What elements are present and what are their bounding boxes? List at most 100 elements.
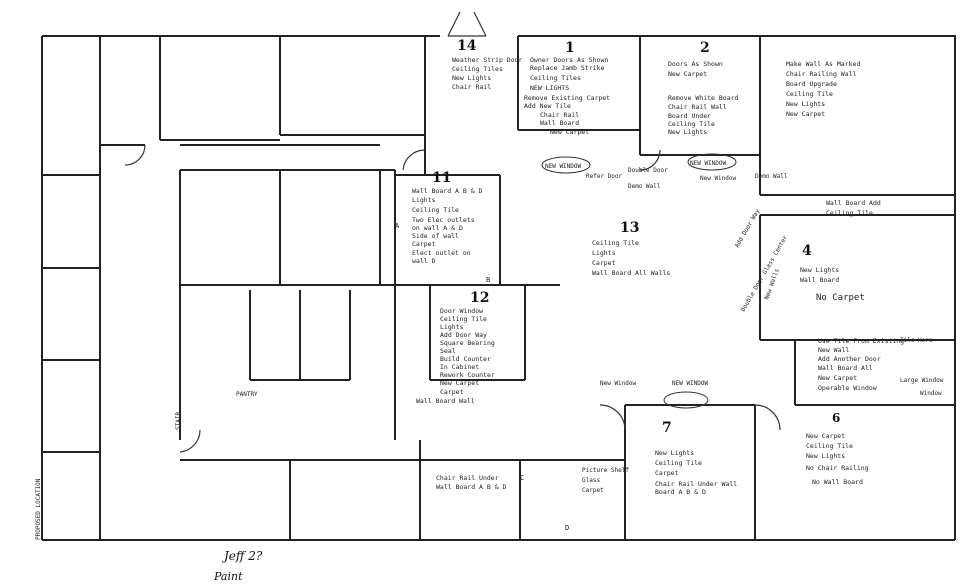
window-oval (541, 156, 591, 174)
wall-letter: A (395, 222, 400, 230)
svg-text:New Wall: New Wall (818, 346, 849, 354)
svg-text:Wall Board All Walls: Wall Board All Walls (592, 269, 670, 277)
svg-text:Board Under: Board Under (668, 112, 711, 120)
room-12-walls (429, 285, 526, 381)
side-label-8: Picture Shelf (582, 467, 629, 474)
svg-text:Seal: Seal (440, 347, 456, 355)
svg-text:New Lights: New Lights (806, 452, 845, 460)
svg-text:Lights: Lights (592, 249, 616, 257)
svg-text:New Carpet: New Carpet (786, 110, 825, 118)
door-arc (179, 429, 201, 453)
svg-text:New Carpet: New Carpet (668, 70, 707, 78)
svg-text:Ceiling Tiles: Ceiling Tiles (452, 65, 503, 73)
svg-text:Add Door Way: Add Door Way (440, 331, 487, 339)
svg-text:Add Another Door: Add Another Door (818, 355, 881, 363)
door-arc (599, 404, 626, 431)
svg-text:Chair Rail Under Wall: Chair Rail Under Wall (655, 480, 737, 488)
svg-text:New Carpet: New Carpet (550, 128, 589, 136)
room-number-6: 6 (832, 411, 840, 425)
paint-note: Paint (213, 570, 243, 583)
svg-text:Chair Rail: Chair Rail (452, 83, 491, 91)
room-number-14: 14 (457, 38, 477, 54)
room-2-notes: Doors As Shown New Carpet Remove White B… (668, 60, 739, 136)
side-label-1: Double Door (628, 167, 668, 174)
wall-letter: B (486, 276, 490, 284)
window-mark: NEW WINDOW (545, 163, 582, 170)
svg-text:Weather Strip Door: Weather Strip Door (452, 56, 523, 64)
svg-text:Ceiling Tile: Ceiling Tile (412, 206, 459, 214)
room-6-notes: New Carpet Ceiling Tile New Lights No Ch… (806, 432, 869, 486)
wall-letter: D (565, 524, 569, 532)
stairs-label: STAIR (175, 412, 182, 430)
svg-text:Ceiling Tiles: Ceiling Tiles (530, 74, 581, 82)
restrooms (249, 290, 351, 381)
side-label-3: New Window (700, 175, 737, 182)
side-label-5: Add Door Way (734, 208, 762, 249)
room-7-walls (624, 404, 756, 540)
svg-text:New Lights: New Lights (655, 449, 694, 457)
svg-text:Ceiling Tile: Ceiling Tile (786, 90, 833, 98)
door-arc (639, 149, 661, 171)
svg-text:Build Counter: Build Counter (440, 355, 491, 363)
svg-text:Wall Board A B & D: Wall Board A B & D (436, 483, 507, 491)
room-number-4: 4 (802, 243, 812, 259)
svg-text:Chair Rail: Chair Rail (540, 111, 579, 119)
side-label-14: Window (920, 390, 942, 397)
svg-text:Wall Board Add: Wall Board Add (826, 199, 881, 207)
svg-text:wall D: wall D (412, 257, 436, 265)
room-number-1: 1 (565, 40, 575, 56)
entry-doors (447, 11, 487, 37)
svg-text:Wall Board A B & D: Wall Board A B & D (412, 187, 483, 195)
svg-text:Side of wall: Side of wall (412, 232, 459, 240)
room-1-notes: Owner Doors As Shown Replace Jamb Strike… (524, 56, 610, 136)
svg-text:Use Tile From Existing: Use Tile From Existing (818, 337, 904, 345)
svg-text:New Carpet: New Carpet (818, 374, 857, 382)
room-7-notes: New Lights Ceiling Tile Carpet Chair Rai… (655, 449, 737, 496)
svg-text:Lights: Lights (440, 323, 464, 331)
room-11-walls (395, 174, 560, 286)
door-arc (124, 144, 146, 166)
svg-text:Ceiling Tile: Ceiling Tile (655, 459, 702, 467)
room-14-notes: Weather Strip Door Ceiling Tiles New Lig… (452, 56, 523, 91)
room-12-notes: Door Window Ceiling Tile Lights Add Door… (416, 307, 495, 405)
door-arc (754, 404, 781, 431)
svg-text:New Lights: New Lights (786, 100, 825, 108)
svg-text:Ceiling Tile: Ceiling Tile (592, 239, 639, 247)
svg-text:Replace Jamb Strike: Replace Jamb Strike (530, 64, 604, 72)
svg-text:Ceiling Tile: Ceiling Tile (826, 209, 873, 217)
outer-wall (41, 35, 956, 541)
svg-text:Operable Window: Operable Window (818, 384, 877, 392)
svg-text:Add New Tile: Add New Tile (524, 102, 571, 110)
svg-text:New Lights: New Lights (668, 128, 707, 136)
side-label-11: Large Window (900, 377, 944, 384)
pantry-label: PANTRY (236, 391, 258, 398)
window-mark: NEW WINDOW (672, 380, 709, 387)
room-13-notes: Ceiling Tile Lights Carpet Wall Board Al… (592, 239, 670, 277)
svg-text:Chair Rail Under: Chair Rail Under (436, 474, 499, 482)
svg-text:Ceiling Tile: Ceiling Tile (668, 120, 715, 128)
svg-text:Board A B & D: Board A B & D (655, 488, 706, 496)
room-number-7: 7 (662, 420, 672, 436)
svg-text:NEW LIGHTS: NEW LIGHTS (530, 84, 569, 92)
svg-text:Make Wall As Marked: Make Wall As Marked (786, 60, 860, 68)
room-number-11: 11 (432, 170, 451, 186)
svg-text:Carpet: Carpet (655, 469, 679, 477)
svg-text:Rework Counter: Rework Counter (440, 371, 495, 379)
svg-text:New Lights: New Lights (800, 266, 839, 274)
svg-text:on wall A & D: on wall A & D (412, 224, 463, 232)
svg-text:Chair Railing Wall: Chair Railing Wall (786, 70, 857, 78)
room-1-walls (517, 36, 641, 155)
side-label-0: Refer Door (586, 173, 623, 180)
svg-text:Elect outlet on: Elect outlet on (412, 249, 471, 257)
side-label-12: New Window (600, 380, 637, 387)
svg-text:Wall Board: Wall Board (540, 119, 579, 127)
side-label-9: Glass (582, 477, 600, 484)
svg-text:New Carpet: New Carpet (440, 379, 479, 387)
svg-text:Wall Board All: Wall Board All (818, 364, 873, 372)
side-label-13: Tile Here (900, 337, 933, 344)
room-number-2: 2 (700, 40, 710, 56)
corridor-walls (100, 144, 421, 540)
bottom-rooms (420, 459, 625, 540)
svg-text:Ceiling Tile: Ceiling Tile (440, 315, 487, 323)
